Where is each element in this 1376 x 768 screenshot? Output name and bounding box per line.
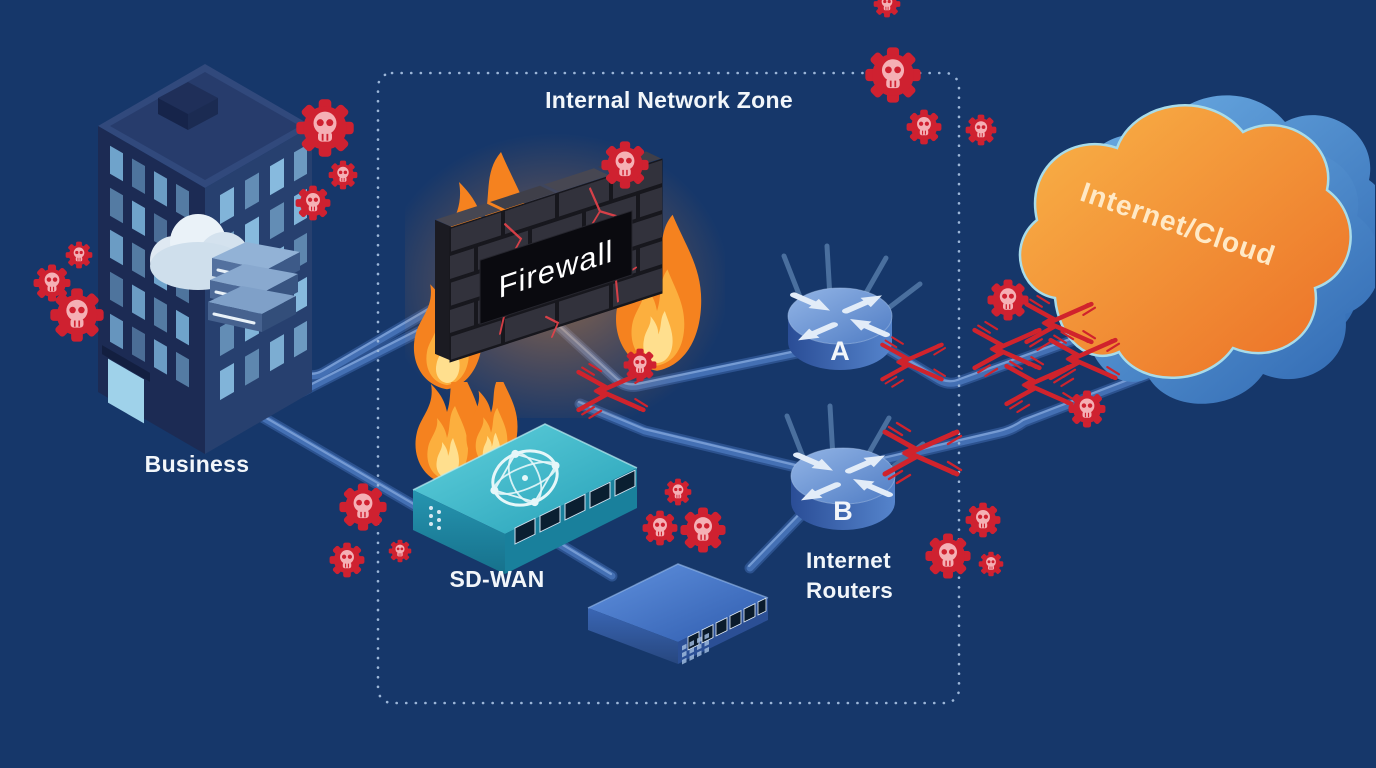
skull-gear-malware-icon <box>965 502 1001 538</box>
skull-gear-malware-icon <box>388 539 412 563</box>
building-entrance <box>108 358 144 424</box>
skull-gear-malware-icon <box>906 109 942 145</box>
skull-gear-malware-icon <box>986 278 1030 322</box>
skull-gear-malware-icon <box>338 482 388 532</box>
router-b: B <box>755 392 931 552</box>
switch-top <box>588 564 768 642</box>
skull-gear-malware-icon <box>664 478 692 506</box>
cloud-server-icon <box>150 214 300 332</box>
internal-zone-title: Internal Network Zone <box>545 87 793 113</box>
skull-gear-malware-icon <box>924 532 972 580</box>
sdwan-ports <box>514 469 636 545</box>
sdwan-node <box>412 382 638 574</box>
lightning-attack-icon <box>885 423 961 483</box>
skull-gear-malware-icon <box>295 185 331 221</box>
lightning-attack-icon <box>882 337 945 387</box>
skull-gear-malware-icon <box>623 348 657 382</box>
skull-gear-malware-icon <box>295 98 355 158</box>
switch-vents <box>682 632 709 665</box>
skull-gear-malware-icon <box>642 510 678 546</box>
skull-gear-malware-icon <box>329 542 365 578</box>
sdwan-leds <box>429 506 441 530</box>
skull-gear-malware-icon <box>65 241 93 269</box>
skull-gear-malware-icon <box>864 46 922 104</box>
skull-gear-malware-icon <box>600 140 650 190</box>
switch-front <box>588 608 678 664</box>
cloud-front-face <box>1018 104 1352 380</box>
skull-gear-malware-icon <box>965 114 997 146</box>
router-a-label: A <box>830 336 850 366</box>
skull-gear-malware-icon <box>49 287 105 343</box>
skull-gear-malware-icon <box>328 160 358 190</box>
internet-cloud: Internet/Cloud <box>1018 95 1375 404</box>
business-building <box>98 64 312 454</box>
globe-icon <box>490 449 560 507</box>
skull-gear-malware-icon <box>978 551 1004 577</box>
skull-gear-malware-icon <box>1067 389 1107 429</box>
router-a: A <box>752 232 928 392</box>
switch-node <box>587 563 769 665</box>
sdwan-label: SD-WAN <box>449 566 545 592</box>
lightning-attack-icon <box>1027 296 1095 350</box>
skull-gear-malware-icon <box>873 0 901 18</box>
router-b-label: B <box>833 496 853 526</box>
firewall-node: Firewall <box>405 133 725 418</box>
skull-gear-malware-icon <box>679 506 727 554</box>
internet-routers-caption: Internet Routers <box>806 548 894 603</box>
internal-zone-border <box>376 71 961 705</box>
sdwan-front <box>413 490 505 574</box>
business-label: Business <box>144 451 250 477</box>
